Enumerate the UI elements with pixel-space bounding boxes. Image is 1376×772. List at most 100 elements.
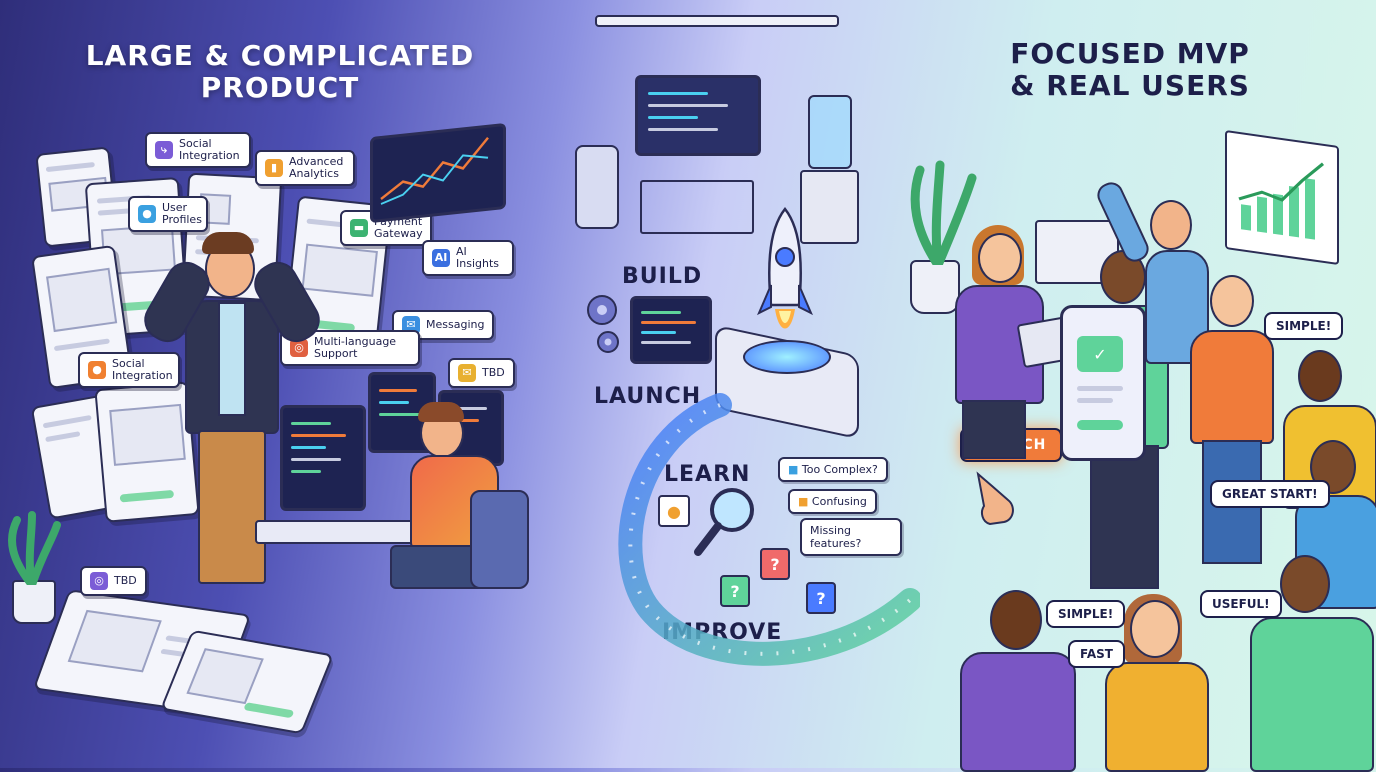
globe-icon: ◎: [90, 572, 108, 590]
avatar: [1280, 555, 1330, 613]
speech-simple-bottom: SIMPLE!: [1046, 600, 1126, 628]
avatar: [1210, 275, 1254, 327]
pointing-hand-icon: [970, 466, 1020, 526]
avatar: [990, 590, 1042, 650]
hologram: [808, 95, 852, 169]
feature-tag-tbd-2: ◎ TBD: [80, 566, 147, 596]
question-icon: ?: [720, 575, 750, 607]
wireframe-screen: [160, 629, 334, 735]
skirt: [962, 400, 1026, 459]
build-code-screen: [630, 296, 712, 364]
left-title: LARGE & COMPLICATED PRODUCT: [40, 39, 520, 105]
phone-line: [1077, 398, 1113, 403]
share-icon: ⤷: [155, 141, 173, 160]
feature-tag-tbd: ✉ TBD: [448, 358, 515, 388]
globe-icon: ◎: [290, 339, 308, 358]
avatar: [978, 233, 1022, 283]
chat-icon: ✉: [458, 364, 476, 382]
feature-tag-advanced-analytics: ▮ Advanced Analytics: [255, 150, 355, 187]
cheering-user: [1093, 178, 1209, 380]
launch-pad-glow: [743, 340, 831, 374]
step-learn: LEARN: [664, 462, 751, 487]
avatar: [1130, 600, 1180, 658]
feature-tag-label: Messaging: [426, 317, 485, 331]
left-panel: LARGE & COMPLICATED PRODUCT ⤷ Social Int…: [0, 0, 560, 768]
sweater: [960, 652, 1076, 772]
speech-useful: USEFUL!: [1200, 590, 1282, 618]
right-panel: FOCUSED MVP & REAL USERS LAUNCH ✓: [900, 0, 1376, 772]
chat-icon: ✉: [402, 316, 420, 334]
trousers: [1090, 445, 1159, 589]
office-chair: [470, 490, 529, 589]
chat-icon: ■: [798, 495, 809, 508]
step-launch: LAUNCH: [594, 384, 702, 409]
middle-panel: BUILD LAUNCH LEARN IMPROVE ●: [540, 0, 920, 768]
feedback-missing-features: Missing features?: [800, 518, 902, 557]
trousers: [198, 430, 266, 584]
growth-chart: [1225, 129, 1339, 266]
feature-tag-social-integration-2: ● Social Integration: [78, 352, 180, 389]
bar-chart-icon: ▮: [265, 159, 283, 178]
phone-line: [1077, 386, 1123, 391]
code-monitor-left: [280, 405, 366, 511]
feature-tag-label: TBD: [482, 365, 505, 379]
feedback-text: Missing features?: [810, 524, 862, 551]
right-title: FOCUSED MVP & REAL USERS: [960, 37, 1300, 103]
shirt: [218, 302, 246, 416]
back-chair: [575, 145, 619, 229]
feedback-text: Too Complex?: [801, 463, 878, 476]
phone-mvp-screen: ✓: [1060, 305, 1146, 461]
right-title-line1: FOCUSED MVP: [1010, 37, 1250, 70]
user-icon: ●: [658, 495, 690, 527]
product-manager: [950, 225, 1076, 465]
feature-tag-label: Advanced Analytics: [289, 155, 344, 181]
chat-icon: ■: [788, 463, 799, 476]
feature-tag-label: User Profiles: [162, 201, 202, 227]
feature-tag-label: TBD: [114, 573, 137, 587]
hair: [202, 232, 254, 254]
speech-great-start: GREAT START!: [1210, 480, 1330, 508]
left-title-line1: LARGE & COMPLICATED: [85, 39, 475, 72]
feature-tag-user-profiles: ● User Profiles: [128, 196, 208, 233]
sweater: [1105, 662, 1209, 772]
back-desk: [640, 180, 754, 234]
feature-tag-label: AI Insights: [456, 245, 500, 271]
feature-tag-label: Social Integration: [179, 137, 240, 163]
check-icon: ✓: [1077, 336, 1123, 372]
left-title-line2: PRODUCT: [200, 71, 360, 105]
phone-cta: [1077, 420, 1123, 430]
user-glasses: [1240, 555, 1376, 772]
user-woman-phone: [1100, 594, 1210, 772]
feature-tag-label: Social Integration: [112, 357, 173, 383]
magnifier-icon: [690, 482, 760, 562]
blouse: [1190, 330, 1274, 444]
avatar: [1150, 200, 1192, 250]
right-title-line2: & REAL USERS: [1010, 69, 1250, 103]
wall-screen: [635, 75, 761, 156]
jeans: [390, 545, 484, 589]
hair: [418, 402, 464, 422]
question-icon: ?: [760, 548, 790, 580]
jacket: [1250, 617, 1374, 772]
feedback-text: Confusing: [811, 495, 867, 508]
plant-icon: [2, 510, 62, 589]
feature-tag-ai-insights: AI AI Insights: [422, 240, 514, 277]
cabinet: [800, 170, 859, 244]
feedback-too-complex: ■ Too Complex?: [778, 457, 888, 483]
feature-tag-label: Multi-language Support: [314, 335, 397, 361]
question-icon: ?: [806, 582, 836, 614]
speech-simple-top: SIMPLE!: [1264, 312, 1344, 340]
gear-icon: [580, 290, 630, 360]
ai-icon: AI: [432, 249, 450, 268]
step-build: BUILD: [622, 264, 703, 289]
user-icon: ●: [138, 205, 156, 224]
ceiling-light: [595, 15, 839, 27]
build-measure-learn-loop: [618, 393, 920, 666]
feature-tag-multi-language: ◎ Multi-language Support: [280, 330, 420, 367]
speech-fast: FAST: [1068, 640, 1125, 668]
feature-tag-social-integration: ⤷ Social Integration: [145, 132, 251, 169]
feedback-confusing: ■ Confusing: [788, 489, 877, 515]
people-icon: ●: [88, 361, 106, 380]
plant-pot: [12, 580, 56, 624]
line-chart-icon: [380, 137, 489, 205]
